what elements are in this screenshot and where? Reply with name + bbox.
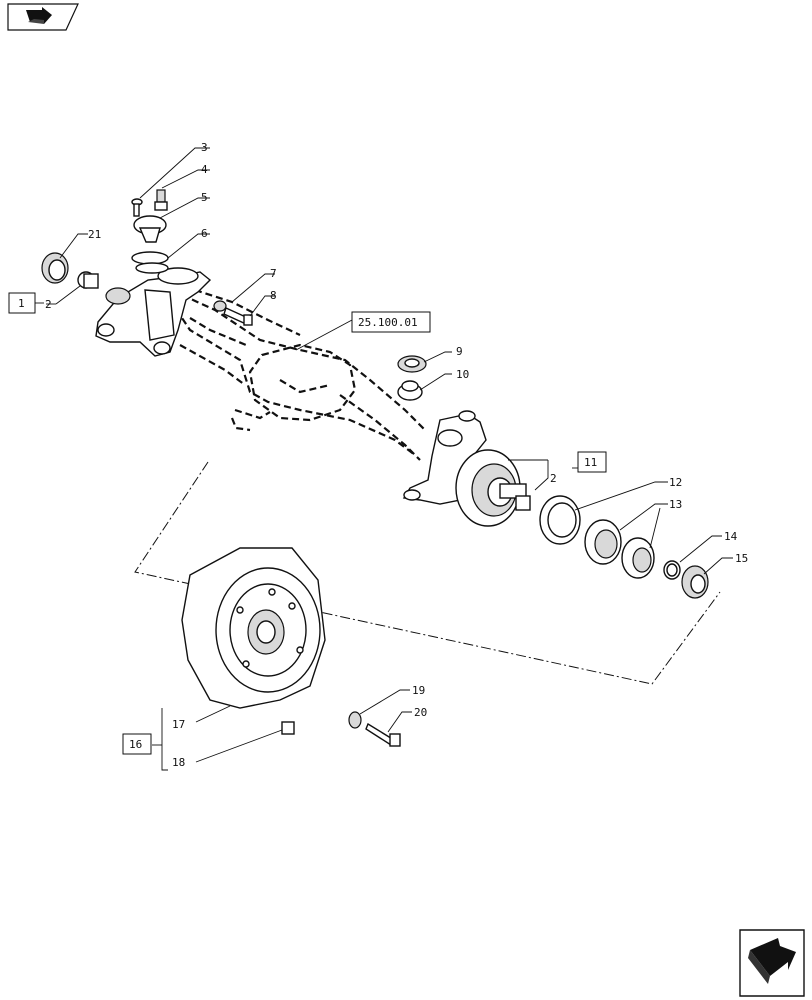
grease-fitting-4: [154, 189, 168, 211]
reference-box-1[interactable]: 1: [8, 292, 36, 314]
callout-19: 19: [412, 684, 425, 697]
callout-labels: 3 4 5 6 7 8 21 2 9 10 2 12 13 14 15 17 1…: [45, 141, 748, 769]
callout-2-right: 2: [550, 472, 557, 485]
washer-7: [213, 300, 227, 312]
callout-13: 13: [669, 498, 682, 511]
callout-17: 17: [172, 718, 185, 731]
bolt-20: [365, 722, 401, 747]
callout-20: 20: [414, 706, 427, 719]
right-steering-knuckle: [402, 410, 487, 505]
spacer-14: [663, 560, 681, 580]
reference-box-11-label: 11: [584, 456, 597, 469]
axle-housing-outline: [169, 288, 426, 461]
bearing-cup-13: [584, 519, 622, 565]
plug-18: [281, 721, 295, 735]
left-hub-nut-21: [41, 252, 69, 284]
callout-10: 10: [456, 368, 469, 381]
callout-8: 8: [270, 289, 277, 302]
next-page-icon[interactable]: [739, 929, 805, 997]
callout-18: 18: [172, 756, 185, 769]
kingpin-cap: [133, 215, 167, 243]
callout-3: 3: [201, 141, 208, 154]
reference-box-1-label: 1: [18, 297, 25, 310]
cap-screw-3: [131, 198, 143, 217]
section-reference-label: 25.100.01: [358, 316, 418, 329]
bushing-10: [397, 380, 423, 401]
left-bushing-2: [77, 271, 99, 289]
seal-9: [397, 355, 427, 373]
callout-7: 7: [270, 267, 277, 280]
oil-seal-12: [539, 495, 581, 545]
leader-lines: [46, 147, 733, 771]
callout-4: 4: [201, 163, 208, 176]
kingpin-shim: [131, 251, 169, 274]
bolt-8: [223, 307, 253, 326]
reference-box-16-label: 16: [129, 738, 142, 751]
callout-2-left: 2: [45, 298, 52, 311]
left-steering-knuckle: [95, 267, 212, 357]
right-bushing-2: [515, 495, 531, 511]
callout-5: 5: [201, 191, 208, 204]
previous-page-icon[interactable]: [7, 3, 79, 31]
reference-box-11[interactable]: 11: [577, 451, 607, 473]
hub-assembly-16: [181, 547, 326, 709]
callout-15: 15: [735, 552, 748, 565]
callout-14: 14: [724, 530, 738, 543]
callout-21: 21: [88, 228, 101, 241]
section-reference-box[interactable]: 25.100.01: [351, 311, 431, 333]
axle-spline-shaft: [499, 483, 527, 499]
right-hub-nut-15: [681, 565, 709, 599]
reference-box-16[interactable]: 16: [122, 733, 152, 755]
callout-6: 6: [201, 227, 208, 240]
bearing-cone-13: [621, 537, 655, 579]
detail-frame: [134, 461, 721, 685]
callout-12: 12: [669, 476, 682, 489]
callout-9: 9: [456, 345, 463, 358]
washer-19: [348, 711, 362, 729]
